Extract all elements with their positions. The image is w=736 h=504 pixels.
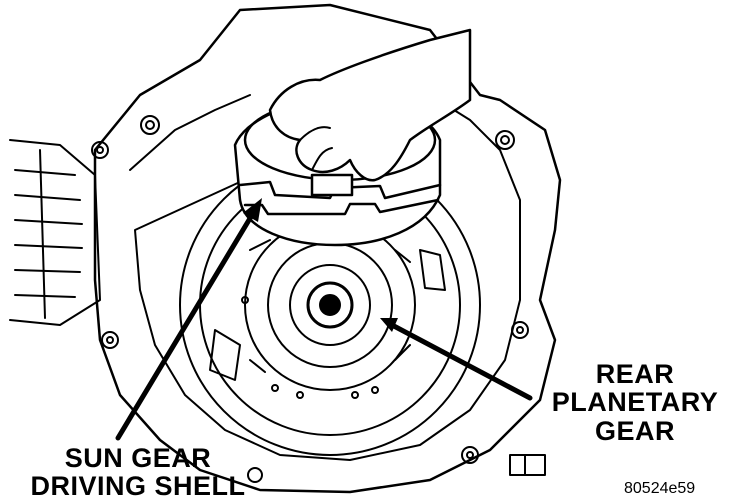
- sun-gear-driving-shell-label: SUN GEAR DRIVING SHELL: [18, 444, 258, 501]
- transmission-housing: [93, 3, 562, 494]
- bell-housing-contour: [129, 94, 521, 461]
- rear-planetary-arrowhead: [380, 318, 398, 332]
- sun-gear-leader-line: [115, 207, 258, 441]
- input-shaft: [310, 173, 354, 197]
- mount-bracket: [509, 454, 546, 476]
- figure-id: 80524e59: [624, 480, 696, 497]
- callout-line: GEAR: [594, 415, 675, 446]
- callout-line: SUN GEAR: [64, 443, 212, 473]
- rear-planetary-gear-label: REAR PLANETARY GEAR: [540, 360, 730, 445]
- case-fins-left: [9, 139, 101, 326]
- callout-line: DRIVING SHELL: [30, 471, 246, 502]
- technician-hand: [268, 28, 472, 182]
- callout-line: REAR: [595, 359, 675, 389]
- rear-planetary-leader-line: [389, 322, 533, 401]
- bolt-holes: [91, 115, 529, 483]
- sun-gear-arrowhead: [243, 198, 262, 222]
- callout-line: PLANETARY: [551, 387, 719, 418]
